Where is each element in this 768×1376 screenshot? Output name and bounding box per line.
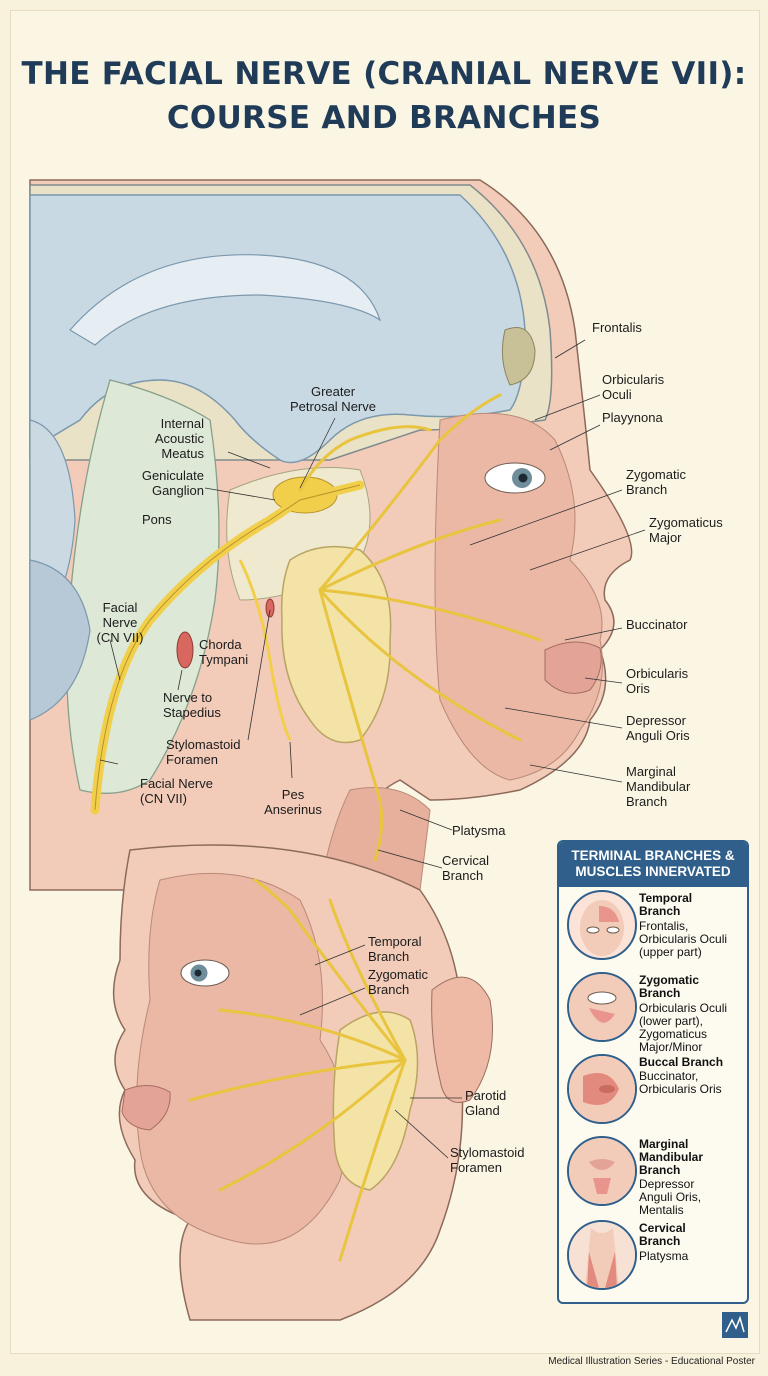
title-line-2: COURSE AND BRANCHES [166,100,602,136]
lower-head-illustration [112,844,493,1321]
panel-item-desc: Depressor Anguli Oris, Mentalis [639,1177,702,1217]
zygomatic-branch-thumbnail-icon [567,972,637,1042]
label-platysma: Platysma [452,823,506,838]
temporal-branch-thumbnail-icon [567,890,637,960]
facial-nerve-trunk-edge [94,484,361,811]
lower-temporal-branch [253,878,407,1062]
lower-cervical-branch [338,1058,407,1262]
label-greater-petrosal-nerve: Greater Petrosal Nerve [290,384,376,414]
lower-pupil [194,969,202,977]
label-pes-anserinus: Pes Anserinus [264,787,322,817]
temporal-branch-upper [318,393,502,592]
label-facial-nerve-lower: Facial Nerve (CN VII) [140,776,213,806]
label-depressor-anguli-oris: Depressor Anguli Oris [626,713,690,743]
label-zygomaticus-major: Zygomaticus Major [649,515,723,545]
chorda-tympani-mark [176,631,194,669]
label-facial-nerve-upper: Facial Nerve (CN VII) [96,600,144,645]
label-marginal-mandibular-branch: Marginal Mandibular Branch [626,764,691,809]
footer-caption: Medical Illustration Series - Educationa… [548,1356,755,1367]
panel-item-name: Buccal Branch [639,1055,724,1069]
label-frontalis: Frontalis [592,320,642,335]
buccal-branch-thumbnail-icon [567,1054,637,1124]
lower-lips [121,1085,171,1131]
panel-item-desc: Platysma [639,1249,689,1263]
label-stylomastoid-foramen-upper: Stylomastoid Foramen [166,737,241,767]
marginal-branch-thumbnail-icon [567,1136,637,1206]
panel-item-desc: Orbicularis Oculi (lower part), Zygomati… [639,1001,728,1054]
label-buccinator: Buccinator [626,617,688,632]
cerebellum-lower [29,559,91,721]
panel-item-buccal: Buccal Branch Buccinator, Orbicularis Or… [567,1054,743,1134]
panel-item-desc: Buccinator, Orbicularis Oris [639,1069,722,1096]
label-playynona: Playynona [602,410,663,425]
label-orbicularis-oculi: Orbicularis Oculi [602,372,665,402]
stapedius-mark [265,598,275,618]
label-nerve-to-stapedius: Nerve to Stapedius [163,690,221,720]
panel-item-name: Cervical Branch [639,1221,686,1248]
lower-marginal-branch [218,1058,407,1192]
lower-zygomatic-branch [218,1008,407,1062]
title-line-1: THE FACIAL NERVE (CRANIAL NERVE VII): [21,56,747,92]
panel-item-name: Temporal Branch [639,891,693,918]
label-zygomatic-branch: Zygomatic Branch [626,467,686,497]
lower-upper-temporal [328,898,407,1062]
label-zygomatic-branch-lower: Zygomatic Branch [368,967,428,997]
panel-item-name: Marginal Mandibular Branch [639,1137,704,1177]
label-internal-acoustic-meatus: Internal Acoustic Meatus [154,416,204,461]
label-geniculate-ganglion: Geniculate Ganglion [141,468,204,498]
descending-nerve [238,559,292,741]
corpus-callosum [69,254,382,346]
upper-pupil [518,473,528,483]
zygomatic-branch-upper [318,518,502,592]
frontal-sinus [501,327,536,386]
panel-item-cervical: Cervical Branch Platysma [567,1220,743,1300]
label-pons: Pons [142,512,172,527]
marginal-branch-upper [318,588,522,742]
label-temporal-branch-lower: Temporal Branch [368,934,422,964]
upper-lips [544,641,602,694]
panel-item-marginal: Marginal Mandibular Branch Depressor Ang… [567,1136,743,1217]
label-chorda-tympani: Chorda Tympani [199,637,249,667]
greater-petrosal-branch [298,425,432,492]
series-logo-icon [722,1312,748,1338]
label-stylomastoid-foramen-lower: Stylomastoid Foramen [450,1145,525,1175]
buccal-branch-upper [318,588,542,642]
brainstem [66,379,220,794]
panel-item-name: Zygomatic Branch [639,973,700,1000]
cervical-branch-thumbnail-icon [567,1220,637,1290]
terminal-branches-panel: TERMINAL BRANCHES & MUSCLES INNERVATED T… [557,840,749,1304]
cervical-branch-upper [318,588,384,862]
label-parotid-gland: Parotid Gland [465,1088,507,1118]
label-cervical-branch: Cervical Branch [442,853,489,883]
panel-item-temporal: Temporal Branch Frontalis, Orbicularis O… [567,890,743,970]
lower-buccal-branch [188,1058,407,1102]
panel-heading: TERMINAL BRANCHES & MUSCLES INNERVATED [559,842,747,887]
lower-ear [431,976,493,1103]
panel-item-desc: Frontalis, Orbicularis Oculi (upper part… [639,919,728,959]
upper-head-illustration [29,179,646,891]
label-orbicularis-oris: Orbicularis Oris [626,666,689,696]
panel-item-zygomatic: Zygomatic Branch Orbicularis Oculi (lowe… [567,972,743,1054]
